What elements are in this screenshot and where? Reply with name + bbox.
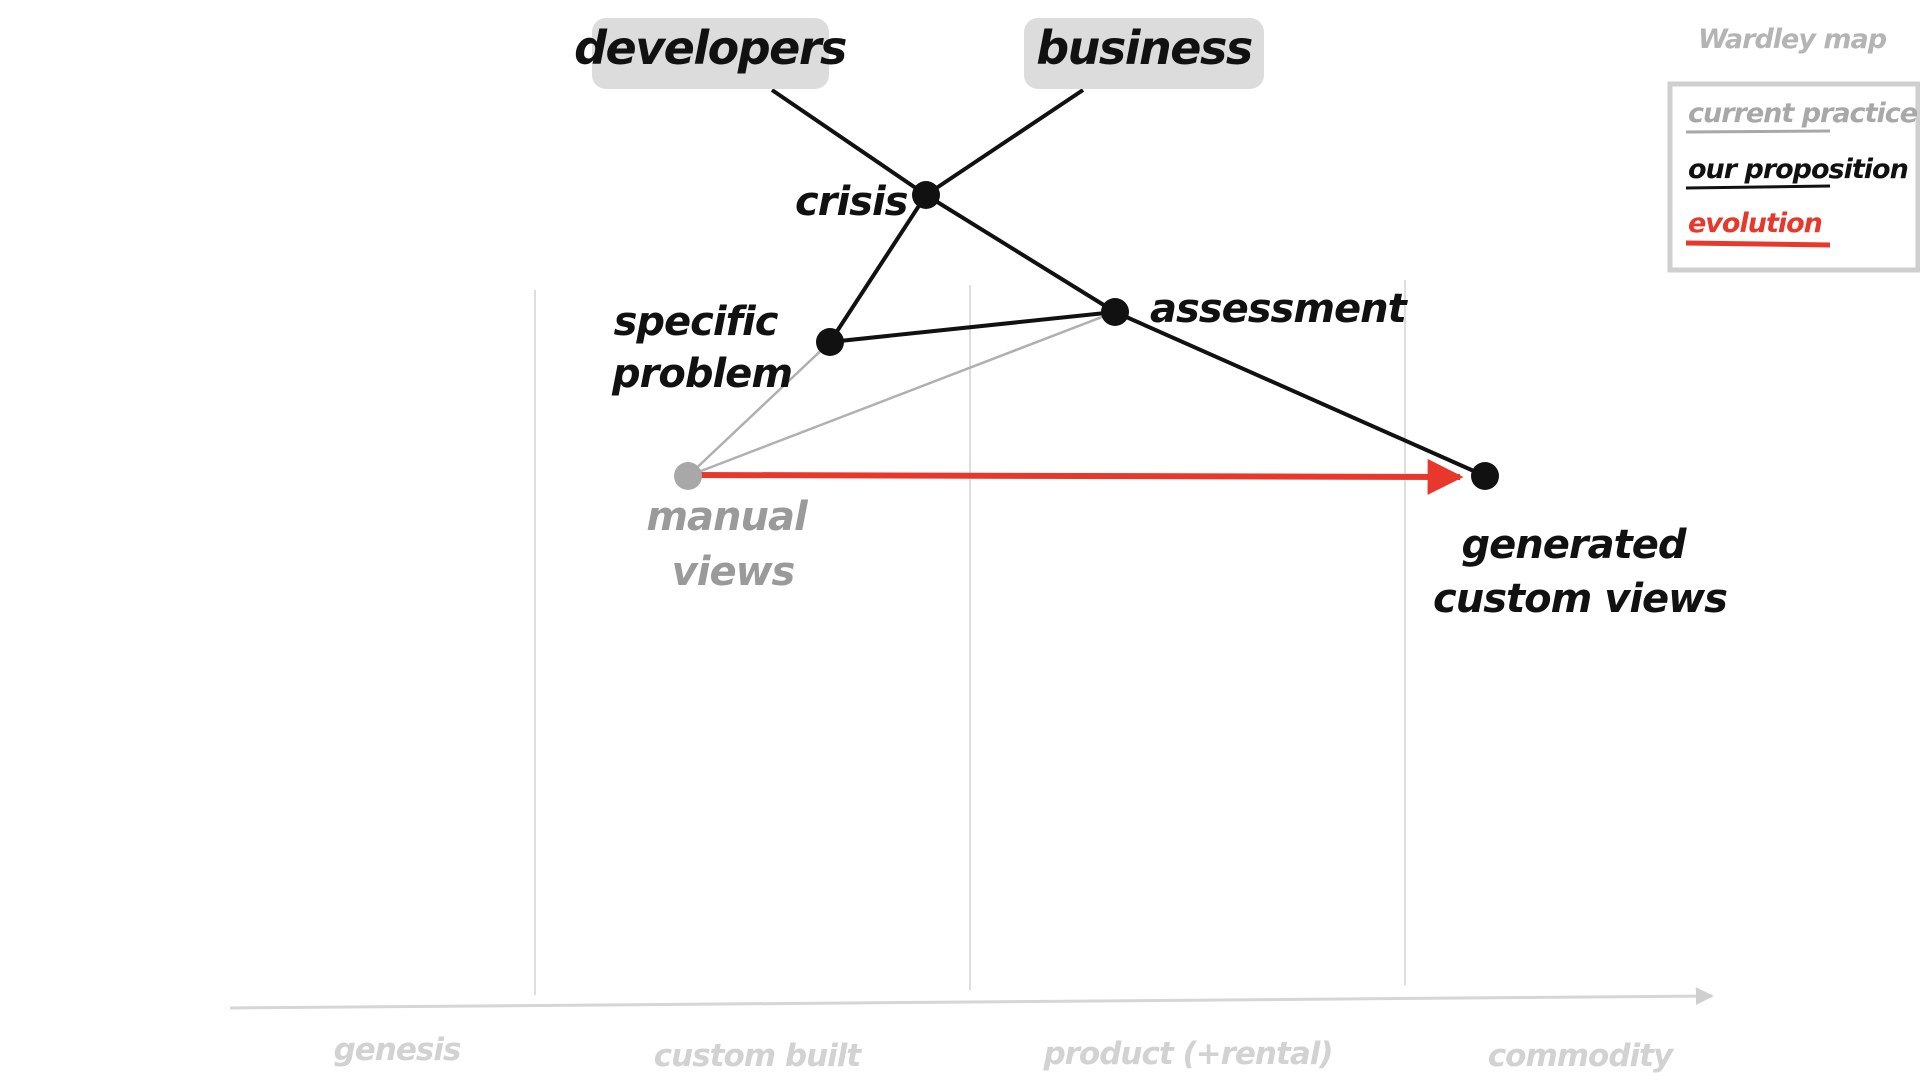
stage-label-product: product (+rental) (1042, 1036, 1332, 1072)
legend-swatch-our-proposition (1685, 184, 1831, 190)
link-business-crisis (924, 88, 1085, 197)
actor-label: developers (574, 21, 846, 75)
stage-dividers (534, 280, 1406, 995)
actor-developers[interactable]: developers (574, 18, 848, 89)
link-assessment-generated-custom-views (1114, 310, 1486, 478)
node-generated-custom-views[interactable] (1471, 462, 1499, 490)
link-developers-crisis (770, 88, 928, 197)
label-line: manual (646, 494, 809, 540)
link-specific-problem-assessment (829, 310, 1116, 344)
stage-label-custom-built: custom built (654, 1038, 863, 1074)
proposition-links (770, 88, 1486, 478)
evolution-arrow (689, 458, 1464, 495)
stage-label-genesis: genesis (334, 1032, 461, 1068)
legend-item-evolution: evolution (1688, 208, 1822, 239)
link-specific-problem-manual-views (687, 341, 831, 477)
node-crisis[interactable] (912, 181, 940, 209)
legend-title: Wardley map (1698, 24, 1887, 55)
legend: Wardley map current practice our proposi… (1667, 24, 1920, 273)
legend-swatch-evolution (1685, 240, 1831, 248)
label-specific-problem: specific problem (611, 299, 792, 397)
node-manual-views[interactable] (674, 462, 702, 490)
stage-label-commodity: commodity (1488, 1038, 1675, 1074)
actor-box (592, 18, 829, 89)
label-line: specific (614, 299, 779, 345)
label-line: custom views (1433, 576, 1727, 622)
legend-item-our-proposition: our proposition (1688, 154, 1908, 185)
label-assessment: assessment (1150, 286, 1409, 332)
link-crisis-specific-problem (828, 193, 928, 344)
label-line: generated (1462, 522, 1687, 568)
evolution-axis (229, 987, 1714, 1010)
label-line: views (672, 549, 795, 595)
label-generated-custom-views: generated custom views (1433, 522, 1727, 622)
actor-label: business (1036, 21, 1252, 75)
actor-box (1024, 18, 1264, 89)
node-assessment[interactable] (1101, 298, 1129, 326)
link-assessment-manual-views (687, 310, 1116, 478)
current-practice-links (687, 310, 1116, 478)
evolution-stage-labels: genesis custom built product (+rental) c… (334, 1032, 1676, 1074)
legend-box (1667, 81, 1920, 273)
node-specific-problem[interactable] (816, 328, 844, 356)
link-crisis-assessment (924, 193, 1117, 314)
label-line: problem (611, 351, 792, 397)
label-manual-views: manual views (646, 494, 819, 595)
legend-swatch-current-practice (1685, 129, 1831, 134)
legend-item-current-practice: current practice (1688, 98, 1918, 129)
actor-business[interactable]: business (1024, 18, 1264, 89)
label-crisis: crisis (795, 179, 908, 225)
